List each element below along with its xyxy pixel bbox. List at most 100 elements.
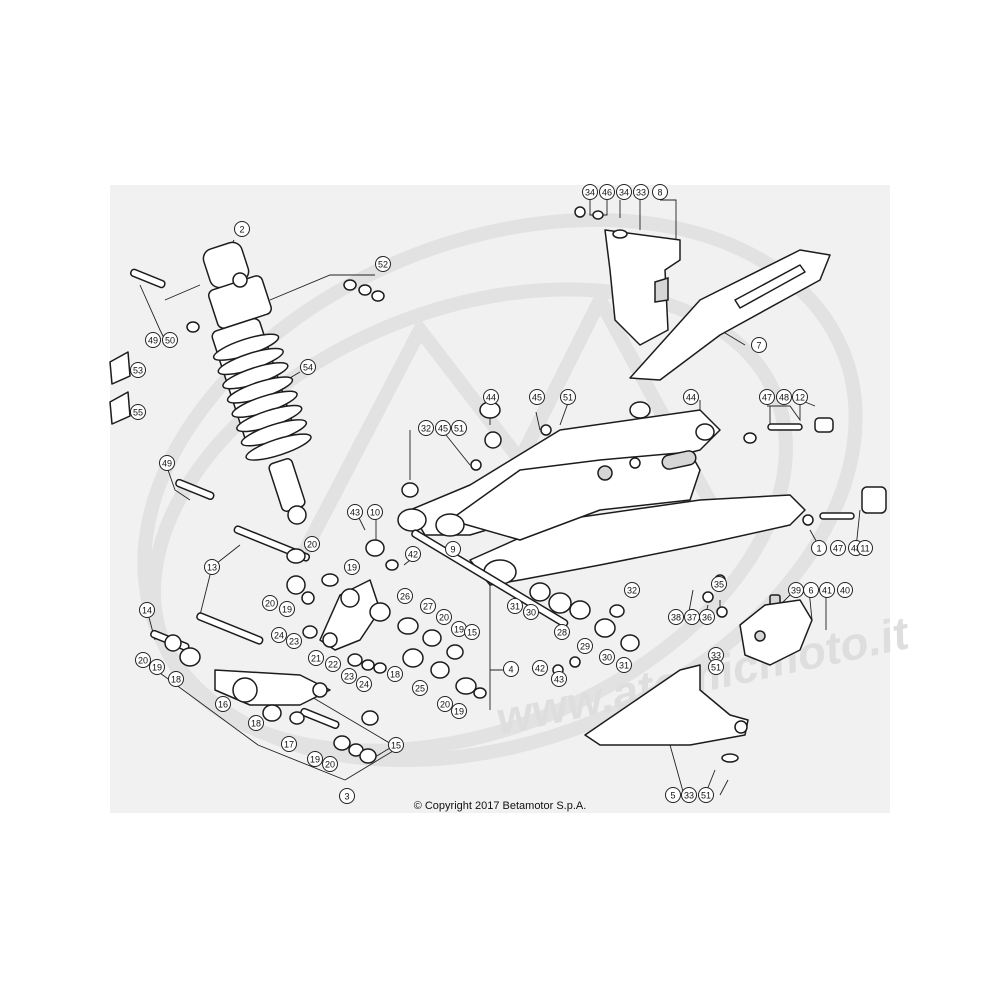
callout-circle bbox=[300, 359, 316, 375]
callout-circle bbox=[503, 661, 519, 677]
callout-43: 43 bbox=[551, 671, 567, 687]
callout-number: 36 bbox=[702, 613, 712, 623]
callout-number: 43 bbox=[350, 508, 360, 518]
callout-number: 34 bbox=[585, 188, 595, 198]
callout-number: 28 bbox=[557, 628, 567, 638]
callout-31: 31 bbox=[507, 598, 523, 614]
callout-30: 30 bbox=[599, 649, 615, 665]
callout-number: 47 bbox=[833, 544, 843, 554]
callout-number: 15 bbox=[391, 741, 401, 751]
callout-circle bbox=[837, 582, 853, 598]
callout-number: 31 bbox=[510, 602, 520, 612]
callout-circle bbox=[776, 389, 792, 405]
callout-52: 52 bbox=[375, 256, 391, 272]
linkage-rocker bbox=[319, 579, 381, 651]
callout-circle bbox=[339, 788, 355, 804]
callout-circle bbox=[435, 420, 451, 436]
callout-number: 22 bbox=[328, 660, 338, 670]
callout-20: 20 bbox=[135, 652, 151, 668]
callout-number: 1 bbox=[816, 544, 821, 554]
callout-number: 2 bbox=[239, 225, 244, 235]
callout-17: 17 bbox=[281, 736, 297, 752]
callout-number: 53 bbox=[133, 366, 143, 376]
callout-15: 15 bbox=[388, 737, 404, 753]
callout-number: 46 bbox=[602, 188, 612, 198]
callout-20: 20 bbox=[304, 536, 320, 552]
callout-circle bbox=[420, 598, 436, 614]
callout-number: 49 bbox=[162, 459, 172, 469]
callout-15: 15 bbox=[464, 624, 480, 640]
callout-number: 33 bbox=[711, 651, 721, 661]
callout-48: 48 bbox=[776, 389, 792, 405]
copyright-notice: © Copyright 2017 Betamotor S.p.A. bbox=[413, 800, 587, 812]
callout-circle bbox=[149, 659, 165, 675]
callout-number: 23 bbox=[344, 672, 354, 682]
callout-circle bbox=[145, 332, 161, 348]
callout-51: 51 bbox=[708, 659, 724, 675]
callout-number: 12 bbox=[795, 393, 805, 403]
callout-circle bbox=[699, 609, 715, 625]
callout-number: 20 bbox=[325, 760, 335, 770]
callout-number: 20 bbox=[265, 599, 275, 609]
callout-circle bbox=[159, 455, 175, 471]
callout-circle bbox=[507, 598, 523, 614]
callout-40: 40 bbox=[837, 582, 853, 598]
callout-circle bbox=[388, 737, 404, 753]
callout-51: 51 bbox=[451, 420, 467, 436]
callout-number: 6 bbox=[808, 586, 813, 596]
callout-number: 19 bbox=[152, 663, 162, 673]
callout-circle bbox=[375, 256, 391, 272]
callout-circle bbox=[819, 582, 835, 598]
callout-22: 22 bbox=[325, 656, 341, 672]
callout-number: 30 bbox=[602, 653, 612, 663]
callout-circle bbox=[412, 680, 428, 696]
callout-circle bbox=[857, 540, 873, 556]
callout-26: 26 bbox=[397, 588, 413, 604]
callout-50: 50 bbox=[162, 332, 178, 348]
callout-circle bbox=[262, 595, 278, 611]
callout-circle bbox=[304, 536, 320, 552]
callout-circle bbox=[577, 638, 593, 654]
callout-circle bbox=[759, 389, 775, 405]
callout-circle bbox=[711, 576, 727, 592]
callout-18: 18 bbox=[248, 715, 264, 731]
callout-number: 18 bbox=[171, 675, 181, 685]
callout-number: 51 bbox=[711, 663, 721, 673]
callout-number: 29 bbox=[580, 642, 590, 652]
callout-2: 2 bbox=[234, 221, 250, 237]
callout-45: 45 bbox=[435, 420, 451, 436]
callout-49: 49 bbox=[145, 332, 161, 348]
callout-number: 48 bbox=[851, 544, 861, 554]
callout-38: 38 bbox=[668, 609, 684, 625]
callout-number: 9 bbox=[450, 545, 455, 555]
callout-number: 19 bbox=[454, 625, 464, 635]
callout-41: 41 bbox=[819, 582, 835, 598]
callout-number: 51 bbox=[701, 791, 711, 801]
callout-number: 48 bbox=[779, 393, 789, 403]
callout-number: 42 bbox=[408, 550, 418, 560]
chain-guide-bracket bbox=[739, 599, 813, 666]
callout-number: 19 bbox=[310, 755, 320, 765]
callout-circle bbox=[751, 337, 767, 353]
callout-44: 44 bbox=[483, 389, 499, 405]
callout-number: 24 bbox=[274, 631, 284, 641]
callout-number: 25 bbox=[415, 684, 425, 694]
callout-14: 14 bbox=[139, 602, 155, 618]
callout-44: 44 bbox=[683, 389, 699, 405]
callout-18: 18 bbox=[387, 666, 403, 682]
callout-35: 35 bbox=[711, 576, 727, 592]
callout-circle bbox=[397, 588, 413, 604]
callout-circle bbox=[271, 627, 287, 643]
callout-42: 42 bbox=[405, 546, 421, 562]
callout-number: 44 bbox=[486, 393, 496, 403]
callout-43: 43 bbox=[347, 504, 363, 520]
callout-circle bbox=[652, 184, 668, 200]
callout-30: 30 bbox=[523, 604, 539, 620]
callout-13: 13 bbox=[204, 559, 220, 575]
callout-circle bbox=[792, 389, 808, 405]
callout-number: 27 bbox=[423, 602, 433, 612]
callout-20: 20 bbox=[262, 595, 278, 611]
